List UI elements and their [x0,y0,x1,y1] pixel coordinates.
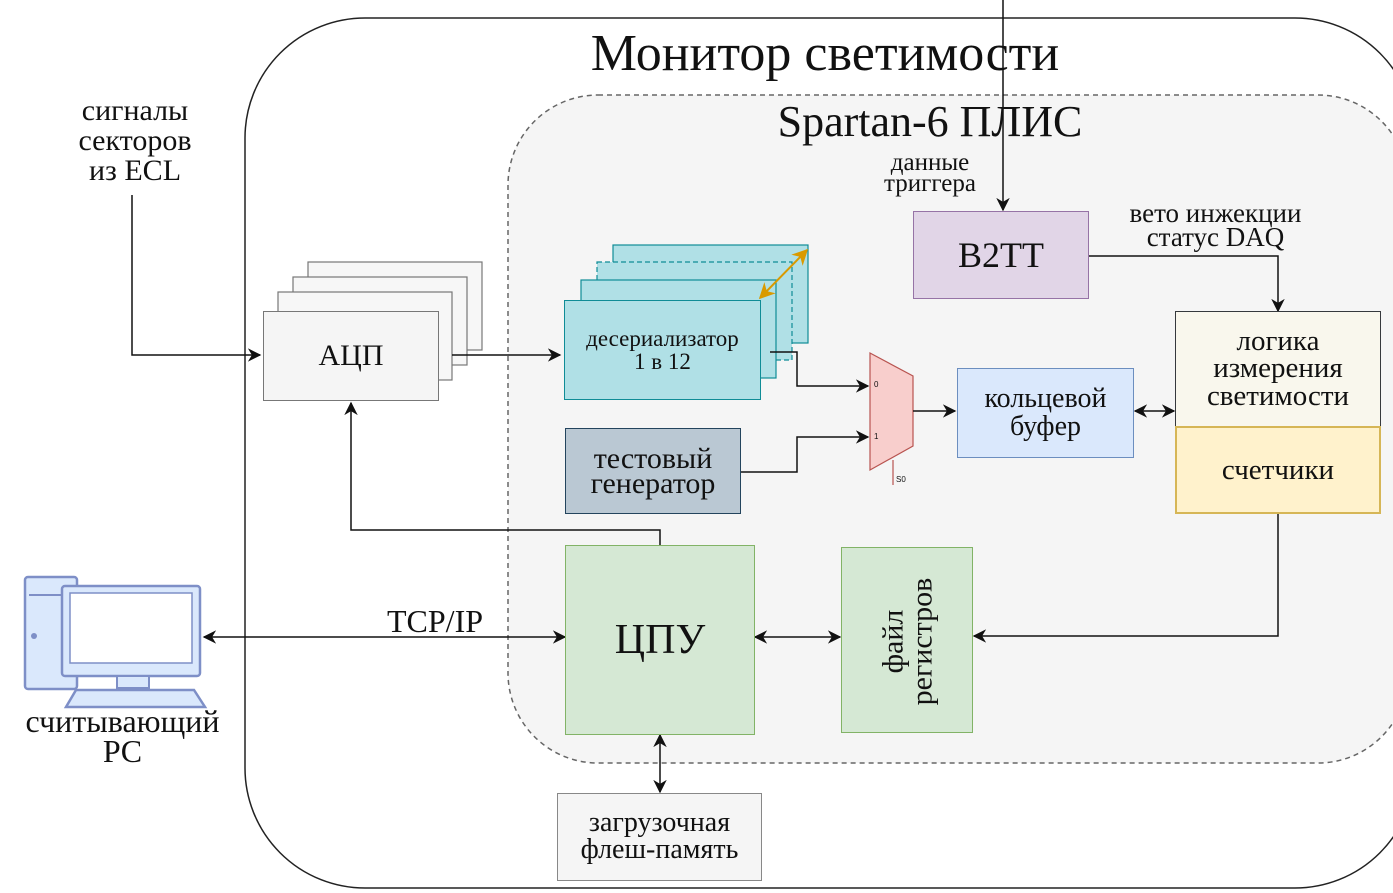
test-generator-box: тестовый генератор [565,428,741,514]
ecl-to-adc-arrow [131,195,262,362]
b2tt-to-logic-arrow [1088,255,1285,313]
test-generator-label: тестовый генератор [590,441,716,500]
counters-label: счетчики [1221,453,1335,486]
register-file-label: файл регистров [876,577,939,706]
lumi-logic-box: логика измерения светимости [1175,311,1381,427]
trigger-data-label: данные триггера [884,149,976,198]
pc-icon [23,575,208,709]
lumi-logic-label: логика измерения светимости [1206,324,1350,412]
mux-input-0-label: 0 [874,380,879,389]
adc-label: АЦП [318,339,384,372]
ring-buffer-label: кольцевой буфер [984,383,1107,442]
generator-to-mux-arrow [740,430,870,473]
ring-buffer-box: кольцевой буфер [957,368,1134,458]
b2tt-label: B2TT [958,235,1044,275]
b2tt-box: B2TT [913,211,1089,299]
mux-select-label: S0 [896,475,906,484]
multiplexer [869,351,914,472]
counters-box: счетчики [1175,426,1381,514]
cpu-label: ЦПУ [614,617,706,663]
register-file-box: файл регистров [841,547,973,733]
fpga-title: Spartan-6 ПЛИС [777,97,1083,146]
mux-input-1-label: 1 [874,432,879,441]
boot-flash-box: загрузочная флеш-память [557,793,762,881]
boot-flash-label: загрузочная флеш-память [580,807,739,865]
deserializer-box: десериализатор 1 в 12 [564,300,761,400]
deserializer-label: десериализатор 1 в 12 [586,326,739,374]
monitor-title: Монитор светимости [590,25,1060,82]
veto-status-label: вето инжекции статус DAQ [1129,198,1302,253]
deserializer-to-mux-arrow [770,351,870,393]
cpu-box: ЦПУ [565,545,755,735]
adc-box: АЦП [263,311,439,401]
counters-to-registers-arrow [972,514,1279,643]
cpu-to-adc-arrow [344,401,661,545]
readout-pc-label: считывающий PC [25,703,220,770]
ecl-signals-label: сигналы секторов из ECL [78,94,192,187]
deserializer-depth-arrow [758,248,809,300]
tcpip-label: TCP/IP [386,603,484,639]
